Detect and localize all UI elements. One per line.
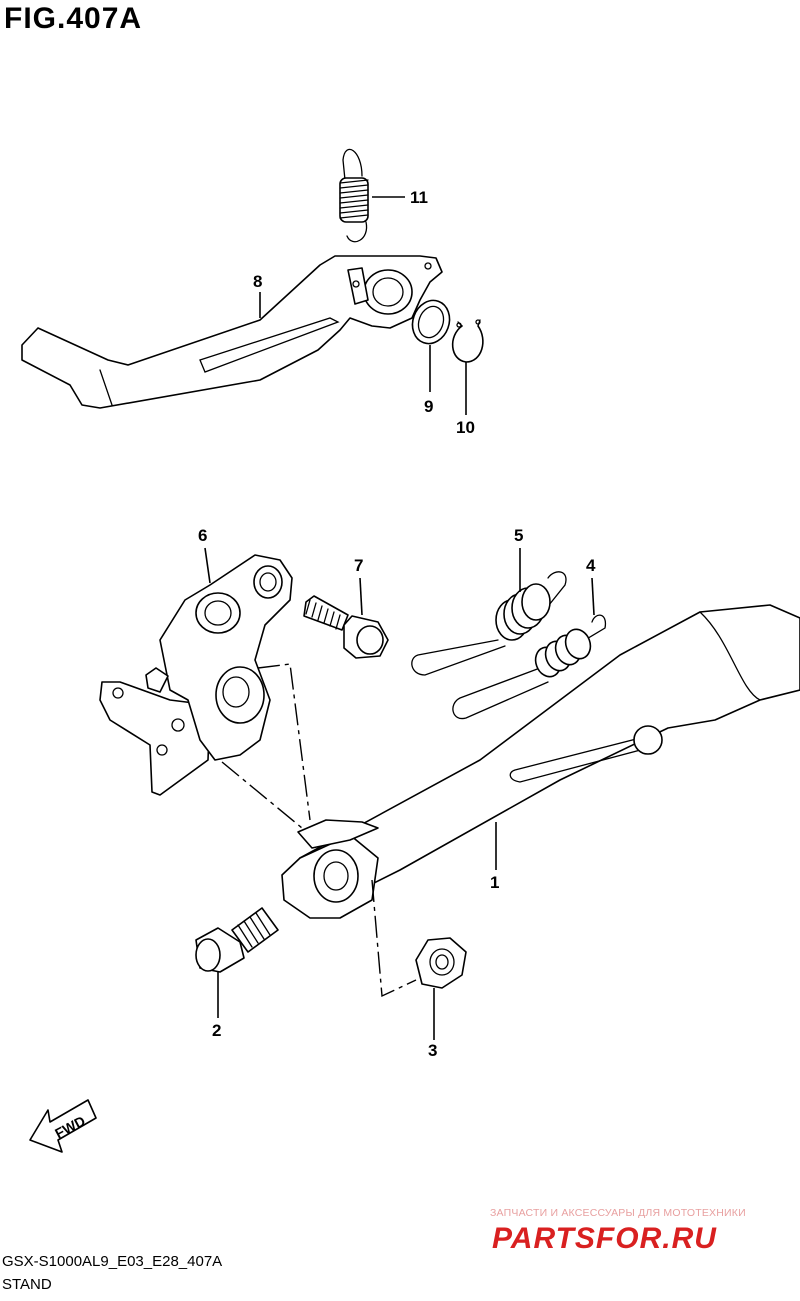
part-9-washer[interactable]	[407, 295, 456, 349]
part-8-pedal[interactable]	[21, 255, 443, 409]
callout-2: 2	[212, 1021, 221, 1040]
assembly-lines	[221, 663, 417, 998]
callout-11: 11	[410, 188, 428, 207]
callout-3: 3	[428, 1041, 437, 1060]
part-5-spring[interactable]	[411, 571, 567, 676]
callout-1: 1	[490, 873, 499, 892]
fwd-arrow-icon: FWD	[29, 1099, 97, 1153]
part-10-circlip[interactable]	[451, 319, 484, 363]
callout-7: 7	[354, 556, 363, 575]
part-3-nut[interactable]	[415, 937, 467, 989]
callout-8: 8	[253, 272, 262, 291]
callout-6: 6	[198, 526, 207, 545]
callouts: 11 8 9 10 6 7 5 4 1 2 3	[198, 188, 596, 1060]
part-6-bracket[interactable]	[99, 554, 293, 796]
callout-9: 9	[424, 397, 433, 416]
callout-10: 10	[456, 418, 475, 437]
part-2-pivot-bolt[interactable]	[195, 907, 279, 973]
callout-4: 4	[586, 556, 596, 575]
watermark-logo: PARTSFOR.RU	[492, 1222, 717, 1255]
section-title: STAND	[2, 1276, 52, 1293]
callout-5: 5	[514, 526, 523, 545]
watermark-tagline: ЗАПЧАСТИ И АКСЕССУАРЫ ДЛЯ МОТОТЕХНИКИ	[490, 1207, 746, 1219]
part-1-side-stand[interactable]	[281, 604, 800, 919]
leader-lines	[204, 196, 595, 1040]
model-code: GSX-S1000AL9_E03_E28_407A	[2, 1253, 223, 1270]
part-4-spring[interactable]	[452, 614, 607, 720]
figure-title: FIG.407A	[4, 2, 143, 35]
part-7-bolt[interactable]	[303, 595, 389, 659]
part-11-spring[interactable]	[339, 148, 369, 243]
